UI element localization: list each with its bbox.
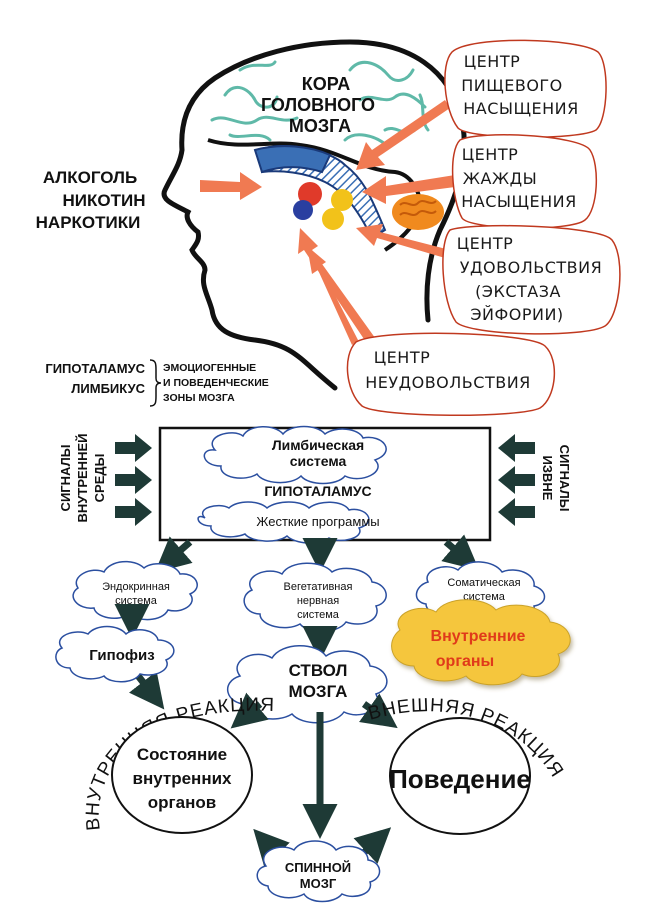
- cloud-spinal-cord: [256, 840, 381, 903]
- svg-text:НАСЫЩЕНИЯ: НАСЫЩЕНИЯ: [461, 192, 577, 211]
- center-yellow-ball-a: [331, 189, 353, 211]
- arrow-displeasure-b: [298, 228, 378, 348]
- spinal-cord-label-2: МОЗГ: [300, 876, 337, 891]
- cortex-label-1: КОРА: [302, 74, 350, 94]
- organs-state-circle: [111, 716, 253, 834]
- center-yellow-ball-b: [322, 208, 344, 230]
- organs-state-label-2: внутренних: [133, 769, 233, 788]
- legend-hypothalamus: ГИПОТАЛАМУС: [45, 361, 145, 376]
- somatic-label-1: Соматическая: [447, 577, 520, 589]
- arrow-brainstem-to-state: [230, 692, 269, 729]
- center-blue-ball: [293, 200, 313, 220]
- arrow-pleasure: [356, 224, 450, 258]
- substance-drugs: НАРКОТИКИ: [36, 213, 141, 232]
- brainstem-label-2: МОЗГА: [289, 682, 348, 701]
- cloud-endocrine: [72, 560, 198, 621]
- behavior-circle: [389, 717, 531, 835]
- cloud-vegetative: [243, 562, 387, 632]
- programs-label: Жесткие программы: [256, 514, 379, 529]
- legend-desc-2: И ПОВЕДЕНЧЕСКИЕ: [163, 377, 269, 389]
- svg-text:ЦЕНТР: ЦЕНТР: [462, 145, 518, 164]
- limbic-label-2: система: [290, 453, 347, 469]
- arrow-thirst: [362, 175, 455, 204]
- scheme-arrows-bottom: [230, 692, 398, 867]
- svg-text:УДОВОЛЬСТВИЯ: УДОВОЛЬСТВИЯ: [460, 258, 602, 277]
- svg-text:ИЗВНЕ: ИЗВНЕ: [540, 456, 555, 501]
- spinal-cord-label-1: СПИННОЙ: [285, 860, 351, 875]
- arrow-to-somatic: [441, 534, 480, 571]
- head-illustration: КОРА ГОЛОВНОГО МОЗГА АЛКОГОЛЬ НИКОТИН НА…: [36, 39, 467, 391]
- input-arrow-right-3: [498, 498, 535, 526]
- cortex-gyri: [210, 60, 430, 146]
- center-thirst-bubble: ЦЕНТР ЖАЖДЫ НАСЫЩЕНИЯ: [451, 134, 598, 229]
- vegetative-label-1: Вегетативная: [284, 581, 353, 593]
- behavior-label: Поведение: [389, 764, 531, 794]
- legend-limbic: ЛИМБИКУС: [71, 381, 145, 396]
- svg-text:ЦЕНТР: ЦЕНТР: [374, 348, 430, 367]
- svg-text:ЖАЖДЫ: ЖАЖДЫ: [463, 169, 538, 188]
- organs-state-label-1: Состояние: [137, 745, 227, 764]
- input-arrow-right-1: [498, 434, 535, 462]
- vegetative-label-2: нервная: [297, 595, 339, 607]
- svg-text:ЦЕНТР: ЦЕНТР: [464, 52, 520, 71]
- svg-text:СРЕДЫ: СРЕДЫ: [92, 454, 107, 503]
- hypothalamus-shape: [253, 145, 332, 174]
- cloud-limbic: [203, 425, 387, 485]
- signals-internal-label: СИГНАЛЫ ВНУТРЕННЕЙ СРЕДЫ: [58, 434, 107, 523]
- svg-text:ВНУТРЕННЕЙ: ВНУТРЕННЕЙ: [75, 434, 90, 523]
- cloud-pituitary: [55, 625, 175, 683]
- substance-nicotine: НИКОТИН: [63, 191, 146, 210]
- svg-text:СИГНАЛЫ: СИГНАЛЫ: [557, 445, 572, 512]
- cloud-internal-organs: [391, 599, 571, 686]
- input-arrow-right-2: [498, 466, 535, 494]
- svg-text:ЦЕНТР: ЦЕНТР: [457, 234, 513, 253]
- center-displeasure-bubble: ЦЕНТР НЕУДОВОЛЬСТВИЯ: [346, 332, 556, 416]
- arrow-substances: [200, 172, 262, 200]
- svg-text:ПИЩЕВОГО: ПИЩЕВОГО: [461, 76, 563, 95]
- pituitary-label: Гипофиз: [89, 647, 154, 664]
- cortex-label-3: МОЗГА: [289, 116, 351, 136]
- center-food-bubble: ЦЕНТР ПИЩЕВОГО НАСЫЩЕНИЯ: [444, 39, 607, 139]
- center-pleasure-bubble: ЦЕНТР УДОВОЛЬСТВИЯ (ЭКСТАЗА ЭЙФОРИИ): [442, 224, 621, 335]
- cortex-label-2: ГОЛОВНОГО: [261, 95, 375, 115]
- cloud-programs: [197, 501, 370, 544]
- internal-organs-label-1: Внутренние: [431, 628, 526, 645]
- brainstem-label-1: СТВОЛ: [289, 661, 348, 680]
- endocrine-label-2: система: [115, 595, 158, 607]
- hypothalamus-label: ГИПОТАЛАМУС: [264, 483, 371, 499]
- internal-organs-label-2: органы: [436, 653, 494, 670]
- input-arrow-left-2: [115, 466, 152, 494]
- substance-alcohol: АЛКОГОЛЬ: [43, 168, 137, 187]
- limbic-label-1: Лимбическая: [272, 437, 364, 453]
- organs-state-label-3: органов: [148, 793, 216, 812]
- input-arrows: [115, 434, 535, 526]
- legend-desc-3: ЗОНЫ МОЗГА: [163, 392, 235, 404]
- svg-text:ЭЙФОРИИ): ЭЙФОРИИ): [470, 305, 563, 324]
- arrow-food: [356, 100, 450, 170]
- input-arrow-left-1: [115, 434, 152, 462]
- legend-desc-1: ЭМОЦИОГЕННЫЕ: [163, 362, 256, 374]
- input-arrow-left-3: [115, 498, 152, 526]
- legend: ГИПОТАЛАМУС ЛИМБИКУС ЭМОЦИОГЕННЫЕ И ПОВЕ…: [45, 359, 269, 407]
- svg-text:НЕУДОВОЛЬСТВИЯ: НЕУДОВОЛЬСТВИЯ: [365, 373, 531, 392]
- svg-text:СИГНАЛЫ: СИГНАЛЫ: [58, 445, 73, 512]
- center-red-ball: [298, 182, 322, 206]
- arrow-brainstem-to-behavior: [359, 693, 398, 729]
- vegetative-label-3: система: [297, 609, 340, 621]
- svg-text:НАСЫЩЕНИЯ: НАСЫЩЕНИЯ: [463, 99, 579, 118]
- stimulus-arrows: [200, 100, 455, 348]
- legend-brace: [149, 359, 162, 407]
- endocrine-label-1: Эндокринная: [102, 581, 170, 593]
- svg-text:(ЭКСТАЗА: (ЭКСТАЗА: [475, 282, 561, 301]
- signals-external-label: СИГНАЛЫ ИЗВНЕ: [540, 445, 572, 512]
